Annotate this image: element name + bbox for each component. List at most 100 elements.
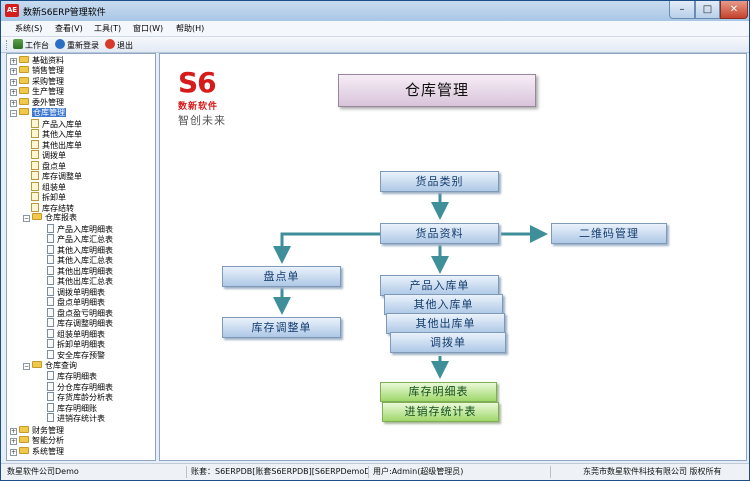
- tree-leaf-query[interactable]: 存货库龄分析表: [47, 392, 113, 402]
- tree-leaf-report[interactable]: 产品入库明细表: [47, 224, 113, 234]
- flow-node-adjust[interactable]: 库存调整单: [222, 317, 341, 338]
- flow-node-stocktake[interactable]: 盘点单: [222, 266, 341, 287]
- tree-node-basic[interactable]: +基础资料: [10, 56, 64, 66]
- document-icon: [31, 192, 39, 201]
- tree-leaf-doc[interactable]: 组装单: [31, 182, 66, 192]
- relogin-button[interactable]: 重新登录: [55, 39, 99, 51]
- tree-leaf-report[interactable]: 调拨单明细表: [47, 287, 105, 297]
- tree-leaf-query[interactable]: 库存明细表: [47, 371, 97, 381]
- tree-node-finance[interactable]: +基础资料财务管理: [10, 426, 64, 436]
- tree-node-system[interactable]: + 系统管理: [10, 447, 64, 457]
- flow-node-summary[interactable]: 进销存统计表: [382, 402, 499, 422]
- brand-logo-mark: S6: [178, 66, 217, 99]
- tree-leaf-doc[interactable]: 其他出库单: [31, 140, 82, 150]
- tree-node-production[interactable]: +生产管理: [10, 87, 64, 97]
- flow-node-other-inbound[interactable]: 其他入库单: [384, 294, 503, 315]
- tree-leaf-report[interactable]: 盘点单明细表: [47, 297, 105, 307]
- tree-leaf-doc[interactable]: 调拨单: [31, 150, 66, 160]
- tree-leaf-doc[interactable]: 盘点单: [31, 161, 66, 171]
- tree-leaf-report[interactable]: 盘点盈亏明细表: [47, 308, 113, 318]
- app-logo-icon: AE: [5, 4, 19, 17]
- tree-label: 其他出库单: [42, 141, 82, 150]
- flow-node-transfer[interactable]: 调拨单: [390, 332, 506, 353]
- menu-help[interactable]: 帮助(H): [176, 24, 205, 33]
- flow-node-item[interactable]: 货品资料: [380, 223, 499, 244]
- tree-label: 采购管理: [32, 77, 64, 86]
- report-icon: [47, 318, 54, 327]
- expand-icon[interactable]: +: [10, 100, 17, 107]
- report-icon: [47, 276, 54, 285]
- tree-node-purchase[interactable]: + 采购管理: [10, 77, 64, 87]
- expand-icon[interactable]: +: [10, 438, 17, 445]
- tree-label: 盘点单明细表: [57, 298, 105, 307]
- maximize-button[interactable]: □: [695, 1, 720, 19]
- flow-node-qrcode[interactable]: 二维码管理: [551, 223, 667, 244]
- tree-node-query[interactable]: −仓库查询: [23, 361, 77, 371]
- tree-label: 库存明细账: [57, 404, 97, 413]
- tree-leaf-report[interactable]: 安全库存预警: [47, 350, 105, 360]
- tree-leaf-doc[interactable]: 库存调整单: [31, 171, 82, 181]
- tree-label: 分仓库存明细表: [57, 383, 113, 392]
- nav-tree: +基础资料 +销售管理 + 采购管理 +生产管理 + 委外管理 −仓库管理 产品入库…: [6, 53, 156, 461]
- tree-node-sales[interactable]: +销售管理: [10, 66, 64, 76]
- collapse-icon[interactable]: −: [23, 215, 30, 222]
- tree-leaf-report[interactable]: 其他入库汇总表: [47, 255, 113, 265]
- desk-label: 工作台: [25, 41, 49, 50]
- tree-leaf-report[interactable]: 产品入库汇总表: [47, 234, 113, 244]
- tree-leaf-query[interactable]: 进销存统计表: [47, 413, 105, 423]
- tree-leaf-report[interactable]: 其他出库明细表: [47, 266, 113, 276]
- folder-icon: [19, 56, 29, 63]
- report-icon: [47, 371, 54, 380]
- tree-leaf-doc[interactable]: 其他入库单: [31, 129, 82, 139]
- flow-node-category[interactable]: 货品类别: [380, 171, 499, 192]
- tree-leaf-report[interactable]: 库存调整明细表: [47, 318, 113, 328]
- report-icon: [47, 403, 54, 412]
- title-bar[interactable]: AE 数新S6ERP管理软件 – □ ✕: [1, 1, 749, 21]
- tree-label: 组装单明细表: [57, 330, 105, 339]
- expand-icon[interactable]: +: [10, 449, 17, 456]
- tree-label: 委外管理: [32, 98, 64, 107]
- collapse-icon[interactable]: −: [10, 110, 17, 117]
- report-icon: [47, 245, 54, 254]
- flow-node-product-inbound[interactable]: 产品入库单: [380, 275, 499, 296]
- close-button[interactable]: ✕: [720, 1, 748, 19]
- tree-label: 其他入库汇总表: [57, 256, 113, 265]
- flow-node-stock-detail[interactable]: 库存明细表: [380, 382, 497, 402]
- tree-leaf-doc[interactable]: 产品入库单: [31, 119, 82, 129]
- tree-leaf-doc[interactable]: 库存结转: [31, 203, 74, 213]
- folder-icon: [19, 87, 29, 94]
- tree-node-reports[interactable]: −仓库报表: [23, 213, 77, 223]
- tree-node-analysis[interactable]: +智能分析: [10, 436, 64, 446]
- tree-leaf-doc[interactable]: 拆卸单: [31, 192, 66, 202]
- minimize-button[interactable]: –: [669, 1, 695, 19]
- tree-leaf-report[interactable]: 拆卸单明细表: [47, 339, 105, 349]
- flow-node-other-outbound[interactable]: 其他出库单: [386, 313, 505, 334]
- desk-button[interactable]: 工作台: [13, 39, 49, 51]
- tree-leaf-report[interactable]: 其他入库明细表: [47, 245, 113, 255]
- tree-leaf-report[interactable]: 其他出库汇总表: [47, 276, 113, 286]
- tree-node-outsource[interactable]: + 委外管理: [10, 98, 64, 108]
- menu-tools[interactable]: 工具(T): [94, 24, 122, 33]
- desk-icon: [13, 39, 23, 49]
- expand-icon[interactable]: +: [10, 428, 17, 435]
- tree-leaf-report[interactable]: 组装单明细表: [47, 329, 105, 339]
- menu-view[interactable]: 查看(V): [55, 24, 83, 33]
- tree-label: 库存调整单: [42, 172, 82, 181]
- tree-label: 系统管理: [32, 447, 64, 456]
- expand-icon[interactable]: +: [10, 89, 17, 96]
- menu-system[interactable]: 系统(S): [15, 24, 43, 33]
- tree-label: 存货库龄分析表: [57, 393, 113, 402]
- expand-icon[interactable]: +: [10, 58, 17, 65]
- tree-leaf-query[interactable]: 库存明细账: [47, 403, 97, 413]
- tree-leaf-query[interactable]: 分仓库存明细表: [47, 382, 113, 392]
- report-icon: [47, 329, 54, 338]
- tree-label: 产品入库汇总表: [57, 235, 113, 244]
- tree-node-warehouse[interactable]: −仓库管理: [10, 108, 66, 118]
- tree-label: 盘点盈亏明细表: [57, 309, 113, 318]
- exit-button[interactable]: 退出: [105, 39, 133, 51]
- report-icon: [47, 392, 54, 401]
- collapse-icon[interactable]: −: [23, 363, 30, 370]
- expand-icon[interactable]: +: [10, 79, 17, 86]
- menu-window[interactable]: 窗口(W): [133, 24, 164, 33]
- expand-icon[interactable]: +: [10, 68, 17, 75]
